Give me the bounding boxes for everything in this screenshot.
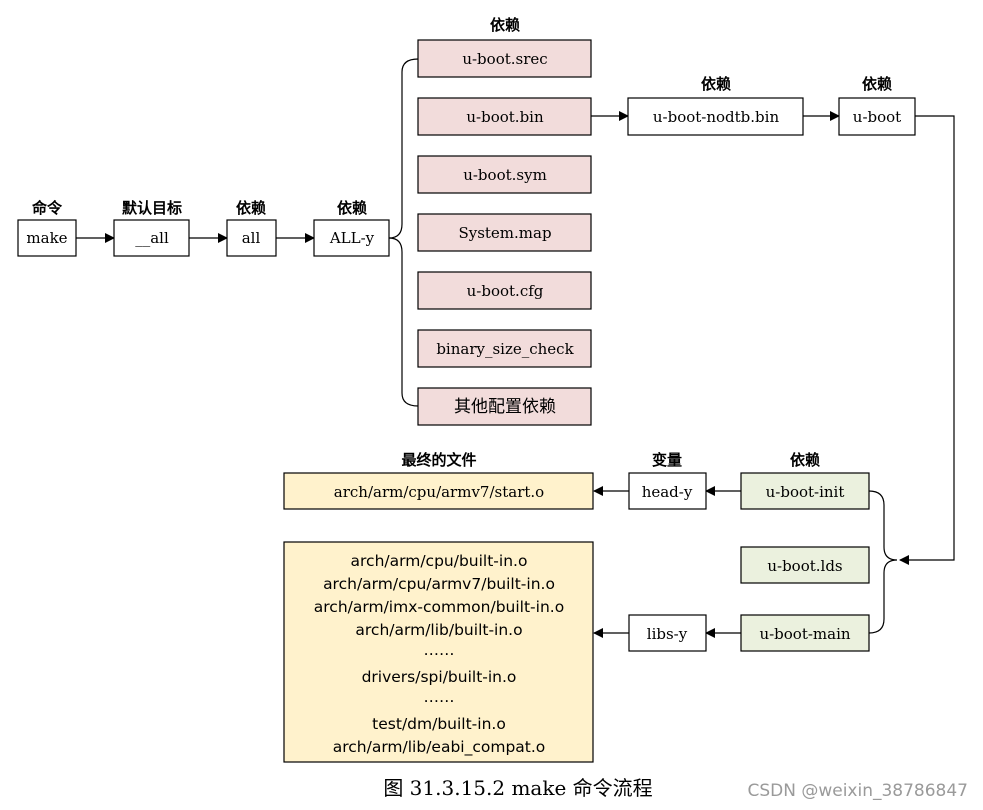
- node-init-box: [740, 472, 870, 510]
- node-srec-text: u-boot.srec: [462, 50, 547, 68]
- node-sym-box: [417, 155, 592, 194]
- node-uboot-box: [838, 97, 916, 136]
- node-libsy: libs-y: [628, 614, 707, 652]
- node-sysmap-box: [417, 213, 592, 252]
- node-uboot-text: u-boot: [853, 108, 901, 126]
- label-variable: 变量: [652, 451, 682, 469]
- node-heady-text: head-y: [642, 483, 693, 501]
- node-init: u-boot-init: [740, 472, 870, 510]
- brace-upper: [388, 58, 419, 239]
- connectors: [76, 58, 955, 638]
- node-make: make: [17, 219, 77, 257]
- node-sizecheck: binary_size_check: [417, 329, 592, 368]
- node-start: arch/arm/cpu/armv7/start.o: [283, 472, 594, 510]
- libs-file-line: ……: [424, 641, 455, 659]
- watermark: CSDN @weixin_38786847: [747, 781, 968, 801]
- label-default-target: 默认目标: [122, 199, 182, 217]
- label-final-files: 最终的文件: [401, 451, 476, 469]
- label-dep-top: 依赖: [490, 16, 520, 34]
- label-dep-init: 依赖: [790, 451, 820, 469]
- node-heady-box: [628, 472, 707, 510]
- node-all-box: [226, 219, 277, 257]
- node-libs-files-box: [283, 541, 594, 763]
- libs-file-line: arch/arm/lib/built-in.o: [355, 621, 522, 639]
- node-lds-text: u-boot.lds: [767, 557, 842, 575]
- node-other-box: [417, 387, 592, 426]
- arrow-uboot-to-components: [899, 115, 955, 565]
- node-lds: u-boot.lds: [740, 546, 870, 584]
- label-dep-ally: 依赖: [337, 199, 367, 217]
- node-sym-text: u-boot.sym: [463, 166, 547, 184]
- node-uboot: u-boot: [838, 97, 916, 136]
- node-srec-box: [417, 39, 592, 78]
- node-cfg-box: [417, 271, 592, 310]
- label-command: 命令: [31, 199, 63, 217]
- node-all-default: __all: [113, 219, 190, 257]
- node-heady: head-y: [628, 472, 707, 510]
- node-sysmap: System.map: [417, 213, 592, 252]
- figure-caption: 图 31.3.15.2 make 命令流程: [383, 776, 652, 800]
- libs-file-line: drivers/spi/built-in.o: [362, 668, 517, 686]
- libs-file-line: test/dm/built-in.o: [372, 715, 506, 733]
- node-main-box: [740, 614, 870, 652]
- node-all: all: [226, 219, 277, 257]
- node-ally: ALL-y: [313, 219, 390, 257]
- node-main-text: u-boot-main: [759, 625, 850, 643]
- libs-file-line: ……: [424, 688, 455, 706]
- label-dep-nodtb: 依赖: [701, 75, 731, 93]
- node-nodtb-box: [627, 97, 804, 136]
- node-main: u-boot-main: [740, 614, 870, 652]
- node-ally-box: [313, 219, 390, 257]
- node-libsy-text: libs-y: [647, 625, 688, 643]
- node-make-text: make: [26, 229, 67, 247]
- label-dep-all: 依赖: [236, 199, 266, 217]
- libs-file-line: arch/arm/imx-common/built-in.o: [314, 598, 564, 616]
- node-make-box: [17, 219, 77, 257]
- bracket-components: [868, 490, 898, 634]
- node-other: 其他配置依赖: [417, 387, 592, 426]
- brace-lower: [388, 237, 419, 407]
- node-sysmap-text: System.map: [458, 224, 551, 242]
- node-all-default-text: __all: [135, 229, 169, 247]
- label-dep-uboot: 依赖: [862, 75, 892, 93]
- node-all-default-box: [113, 219, 190, 257]
- libs-file-line: arch/arm/cpu/built-in.o: [351, 552, 528, 570]
- labels: 命令 默认目标 依赖 依赖 依赖 依赖 依赖 最终的文件 变量 依赖: [31, 16, 892, 469]
- node-nodtb-text: u-boot-nodtb.bin: [653, 108, 780, 126]
- node-start-text: arch/arm/cpu/armv7/start.o: [334, 483, 544, 501]
- node-init-text: u-boot-init: [766, 483, 845, 501]
- node-libs-files: arch/arm/cpu/built-in.o arch/arm/cpu/arm…: [283, 541, 594, 763]
- libs-file-line: arch/arm/lib/eabi_compat.o: [333, 738, 546, 757]
- node-sizecheck-box: [417, 329, 592, 368]
- node-libsy-box: [628, 614, 707, 652]
- node-cfg: u-boot.cfg: [417, 271, 592, 310]
- node-sym: u-boot.sym: [417, 155, 592, 194]
- node-all-text: all: [242, 229, 261, 247]
- node-lds-box: [740, 546, 870, 584]
- libs-file-line: arch/arm/cpu/armv7/built-in.o: [323, 575, 555, 593]
- node-ally-text: ALL-y: [329, 229, 375, 247]
- node-other-text: 其他配置依赖: [454, 397, 556, 417]
- node-bin: u-boot.bin: [417, 97, 592, 136]
- node-bin-box: [417, 97, 592, 136]
- node-start-box: [283, 472, 594, 510]
- node-bin-text: u-boot.bin: [466, 108, 544, 126]
- node-srec: u-boot.srec: [417, 39, 592, 78]
- node-cfg-text: u-boot.cfg: [467, 282, 544, 300]
- node-sizecheck-text: binary_size_check: [436, 340, 574, 358]
- node-nodtb: u-boot-nodtb.bin: [627, 97, 804, 136]
